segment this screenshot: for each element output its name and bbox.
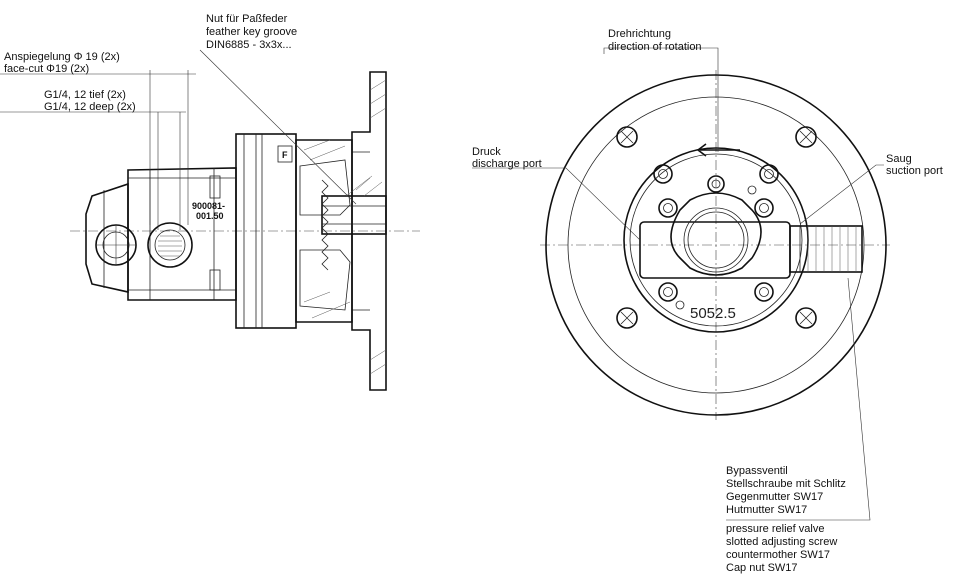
bypass-line: countermother SW17	[726, 549, 830, 561]
suction-fitting	[789, 225, 863, 273]
inner-bolts	[653, 164, 779, 310]
facecut-label-en: face-cut Φ19 (2x)	[4, 63, 89, 75]
facecut-label-de: Anspiegelung Φ 19 (2x)	[4, 51, 120, 63]
bypass-line: Gegenmutter SW17	[726, 491, 823, 503]
front-view: 5052.5	[472, 47, 890, 521]
face-stamp: 5052.5	[690, 305, 736, 322]
discharge-label-en: discharge port	[472, 158, 542, 170]
suction-label-de: Saug	[886, 153, 912, 165]
direction-mark: F	[282, 150, 288, 160]
discharge-label-de: Druck	[472, 146, 501, 158]
flange-bolt-holes	[616, 126, 817, 329]
suction-label-en: suction port	[886, 165, 943, 177]
thread-label-en: G1/4, 12 deep (2x)	[44, 101, 136, 113]
bypass-line: Hutmutter SW17	[726, 504, 807, 516]
keyway-label-std: DIN6885 - 3x3x...	[206, 39, 292, 51]
rotation-label-de: Drehrichtung	[608, 28, 671, 40]
bypass-line: Stellschraube mit Schlitz	[726, 478, 846, 490]
flange-outline	[545, 74, 887, 416]
bypass-line: Bypassventil	[726, 465, 788, 477]
port-right	[147, 222, 193, 268]
thread-label-de: G1/4, 12 tief (2x)	[44, 89, 126, 101]
rotation-label-en: direction of rotation	[608, 41, 702, 53]
bypass-line: Cap nut SW17	[726, 562, 798, 574]
keyway-label-en: feather key groove	[206, 26, 297, 38]
part-number-line-2: 001.50	[196, 211, 224, 221]
part-number-line-1: 900081-	[192, 201, 225, 211]
bypass-valve-label: Bypassventil Stellschraube mit Schlitz G…	[726, 465, 846, 574]
side-view: F 900081- 001.50	[0, 49, 420, 391]
bypass-line: pressure relief valve	[726, 523, 824, 535]
bypass-line: slotted adjusting screw	[726, 536, 837, 548]
keyway-label-de: Nut für Paßfeder	[206, 13, 288, 25]
